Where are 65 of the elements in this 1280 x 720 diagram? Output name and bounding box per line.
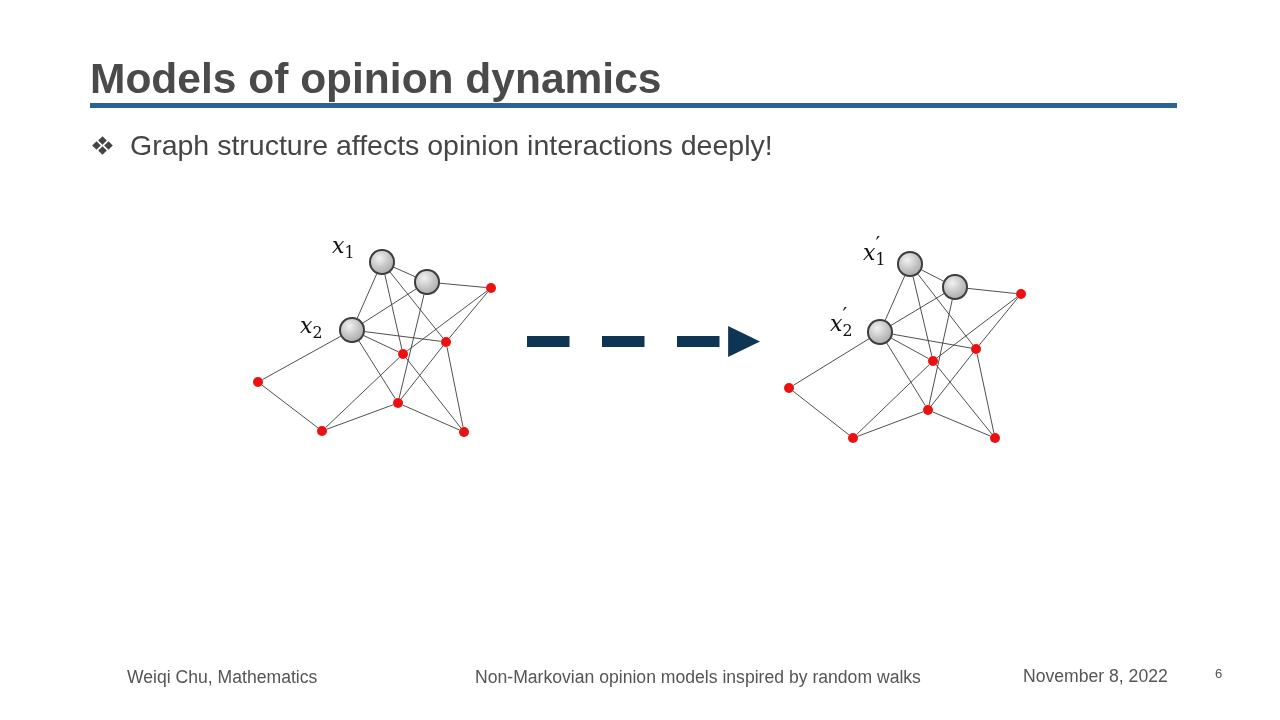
edge-line (912, 276, 933, 357)
edge-line (262, 335, 342, 380)
edge-line (886, 342, 926, 407)
edge-line (393, 266, 416, 278)
node-circle (414, 269, 440, 295)
edge-line (384, 274, 403, 350)
edge-line (857, 411, 924, 437)
node-dot (970, 343, 982, 355)
node-dot (440, 336, 452, 348)
edge-line (792, 390, 850, 436)
edge-line (932, 411, 991, 437)
edge-line (325, 357, 400, 428)
dashed-arrow (527, 326, 760, 357)
edge-line (326, 404, 394, 430)
edge-line (358, 340, 396, 400)
edge-line (406, 290, 488, 352)
edge-line (439, 282, 487, 288)
edge-line (890, 293, 945, 326)
node-dot (847, 432, 859, 444)
edge-line (884, 275, 906, 321)
edge-line (892, 333, 972, 349)
edge-line (890, 337, 929, 359)
edge-line (356, 273, 378, 319)
edge-line (856, 364, 930, 435)
edge-line (917, 273, 974, 346)
slide-title: Models of opinion dynamics (90, 54, 662, 103)
edge-line (936, 296, 1018, 359)
edge-line (792, 338, 870, 386)
node-label: x$_{1}$ (332, 232, 355, 260)
edge-line (930, 352, 974, 407)
node-dot (392, 397, 404, 409)
node-dot (989, 432, 1001, 444)
node-dot (458, 426, 470, 438)
edge-line (405, 357, 462, 429)
node-label: x$_{2}$ (300, 312, 323, 340)
node-dot (316, 425, 328, 437)
node-dot (485, 282, 497, 294)
node-dot (922, 404, 934, 416)
edge-line (261, 384, 319, 429)
edge-line (448, 291, 489, 339)
node-dot (927, 355, 939, 367)
node-dot (783, 382, 795, 394)
edge-line (364, 331, 442, 342)
edge-line (363, 335, 399, 353)
footer-author: Weiqi Chu, Mathematics (127, 669, 318, 687)
node-dot (1015, 288, 1027, 300)
edge-line (398, 293, 425, 399)
edge-line (446, 346, 464, 428)
edge-line (967, 287, 1017, 294)
edge-line (976, 353, 995, 434)
edge-line (402, 404, 460, 431)
edge-line (400, 345, 444, 400)
footer-date: November 8, 2022 (1023, 668, 1168, 686)
node-dot (397, 348, 409, 360)
bullet-text: Graph structure affects opinion interactions deeply! (130, 131, 773, 160)
edge-line (928, 299, 953, 406)
edge-line (920, 269, 945, 282)
node-circle (942, 274, 968, 300)
edge-line (935, 364, 993, 435)
footer-talk-title: Non-Markovian opinion models inspired by random walks (475, 669, 921, 687)
edge-line (978, 297, 1019, 346)
node-dot (252, 376, 264, 388)
edge-line (362, 288, 417, 324)
page-number: 6 (1215, 667, 1223, 680)
edge-line (389, 271, 444, 339)
